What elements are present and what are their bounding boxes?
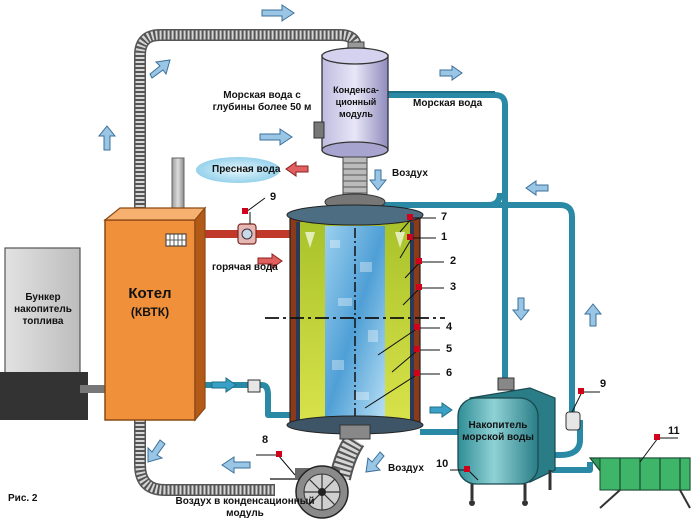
fresh-water-label: Пресная вода — [212, 164, 281, 175]
storage-tank-label: Накопитель морской воды — [462, 420, 534, 443]
air-to-module-label: Воздух в конденсационный модуль — [175, 496, 315, 519]
valve-left — [247, 379, 261, 393]
callout-6: 6 — [446, 367, 453, 379]
bunker-label: Бункер накопитель топлива — [14, 292, 72, 327]
flex-hose-top — [134, 29, 362, 215]
callout-8: 8 — [262, 434, 269, 446]
air-top-label: Воздух — [392, 168, 428, 179]
boiler-subtitle: (КВТК) — [130, 305, 170, 319]
fuel-bunker — [0, 247, 110, 420]
boiler — [103, 157, 207, 422]
callout-5: 5 — [446, 343, 453, 355]
condensation-module — [313, 41, 389, 211]
hot-water-pipe — [200, 223, 295, 245]
desalination-column — [265, 204, 445, 440]
fresh-water-blob — [196, 157, 280, 183]
flex-hose-fan-to-column — [329, 433, 365, 481]
callout-10: 10 — [436, 458, 449, 470]
callout-7: 7 — [441, 211, 448, 223]
air-bottom-label: Воздух — [388, 463, 424, 474]
callout-11: 11 — [668, 425, 680, 437]
valve-right — [565, 411, 581, 431]
callout-2: 2 — [450, 255, 457, 267]
flow-arrows — [97, 4, 603, 474]
hot-water-label: горячая вода — [212, 262, 278, 273]
seawater-label: Морская вода — [413, 98, 483, 109]
condensation-module-label: Конденса-ционный модуль — [333, 85, 379, 119]
callout-1: 1 — [441, 231, 448, 243]
fan — [270, 465, 349, 519]
boiler-title: Котел — [128, 285, 172, 302]
seawater-storage-tank — [457, 377, 556, 506]
number-markers — [242, 208, 660, 472]
figure-caption: Рис. 2 — [8, 493, 38, 504]
callout-3: 3 — [450, 281, 457, 293]
flex-hose-bottom — [134, 420, 275, 496]
callout-9-right: 9 — [600, 378, 607, 390]
filter-unit — [588, 457, 691, 509]
callout-4: 4 — [446, 321, 453, 333]
callout-9-left: 9 — [270, 191, 277, 203]
seawater-depth-label: Морская вода с глубины более 50 м — [212, 90, 312, 113]
